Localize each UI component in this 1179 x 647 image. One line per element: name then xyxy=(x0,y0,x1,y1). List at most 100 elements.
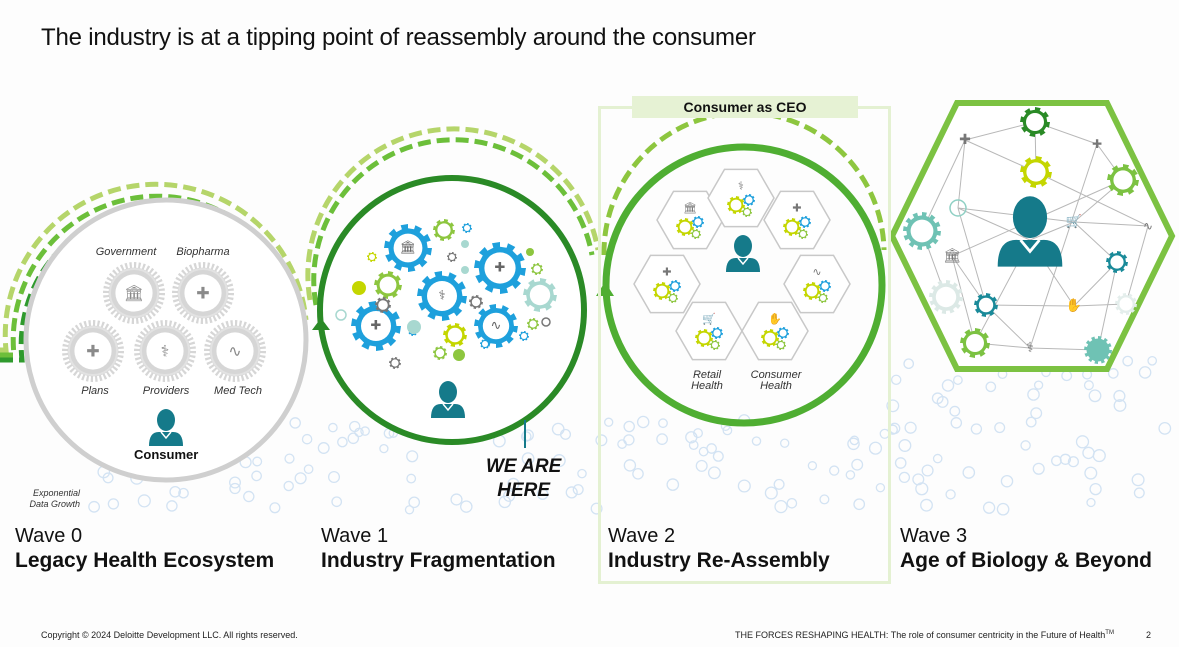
small-gear xyxy=(462,223,472,233)
small-gear xyxy=(798,229,808,239)
network-link xyxy=(957,207,987,306)
hexagon-cluster: 🏛⚕✚✚∿🛒✋ xyxy=(633,168,851,361)
bubble xyxy=(764,486,778,500)
clipboard-icon: ✚ xyxy=(1092,137,1102,151)
bubble xyxy=(572,484,584,496)
bubble xyxy=(949,405,961,417)
bubble xyxy=(379,443,389,454)
industry-hexagon xyxy=(633,254,701,314)
bubble xyxy=(283,480,294,492)
cycle-arrow-icon xyxy=(312,318,330,330)
bubble xyxy=(932,453,943,464)
bubble xyxy=(408,496,421,509)
blue-gear xyxy=(474,304,518,348)
bubble xyxy=(349,420,361,433)
stakeholder-gear xyxy=(134,320,196,382)
bubble xyxy=(950,417,963,429)
small-gear xyxy=(669,280,681,292)
bubble xyxy=(851,458,864,471)
bubble xyxy=(301,433,313,445)
bubble xyxy=(1025,416,1037,428)
bubble xyxy=(1020,440,1031,451)
we-are-here-marker: WE ARE HERE xyxy=(486,456,562,501)
bubble xyxy=(328,422,338,433)
gear-icon xyxy=(1020,107,1050,137)
bubble xyxy=(656,433,668,445)
industry-hexagon xyxy=(675,301,743,361)
clipboard-icon: ✚ xyxy=(662,266,671,279)
small-gear xyxy=(653,282,671,300)
gear-icon xyxy=(929,280,963,314)
biology-network: ✚✚🛒∿🏛✋⚕ xyxy=(903,107,1153,364)
industry-hexagon xyxy=(741,301,809,361)
gear-icon xyxy=(1107,164,1139,196)
publication-title: THE FORCES RESHAPING HEALTH: The role of… xyxy=(735,630,1114,640)
network-link xyxy=(1073,221,1118,263)
bubble xyxy=(303,464,314,475)
bubble xyxy=(252,456,263,467)
bubble xyxy=(632,467,644,480)
bubble xyxy=(1030,407,1043,420)
bubble xyxy=(886,399,900,413)
small-gear xyxy=(692,216,704,228)
bubble xyxy=(1027,388,1040,401)
bank-icon: 🏛 xyxy=(400,240,417,256)
clipboard-icon: ✚ xyxy=(86,342,99,361)
small-gear xyxy=(742,207,752,217)
bubble xyxy=(289,417,301,429)
stakeholder-label: Providers xyxy=(142,385,190,397)
bubble xyxy=(169,485,182,498)
bubble xyxy=(521,452,535,465)
bubble xyxy=(347,432,360,445)
bank-icon: 🏛 xyxy=(943,247,961,264)
shopping-cart-icon: 🛒 xyxy=(702,313,716,326)
fragmented-gears-cluster: 🏛✚⚕✚∿ xyxy=(335,219,557,369)
industry-hexagon xyxy=(763,190,831,250)
bubble xyxy=(559,428,572,440)
small-gear xyxy=(819,280,831,292)
bubble xyxy=(688,440,699,450)
bubble xyxy=(1086,497,1096,508)
small-gear xyxy=(799,216,811,228)
shopping-cart-icon: 🛒 xyxy=(1066,214,1082,230)
tablet-monitor-icon: ∿ xyxy=(1143,219,1153,233)
bubble xyxy=(229,482,241,495)
bubble xyxy=(522,429,534,442)
small-gear xyxy=(776,340,786,350)
stakeholder-gear xyxy=(62,320,124,382)
small-gear xyxy=(367,252,377,262)
blue-gear xyxy=(384,224,432,272)
gear-icon xyxy=(1020,156,1052,188)
dot xyxy=(453,349,465,361)
bubble xyxy=(552,454,566,468)
small-gear xyxy=(803,282,821,300)
stakeholder-gears: 🏛✚✚⚕∿ xyxy=(62,262,266,382)
stethoscope-icon: ⚕ xyxy=(438,289,445,304)
bubble xyxy=(327,470,341,484)
wave-2-caption: Wave 2 Industry Re-Assembly xyxy=(608,525,830,572)
ring xyxy=(541,317,551,327)
network-link xyxy=(1035,171,1149,227)
consumer-as-ceo-banner: Consumer as CEO xyxy=(632,96,858,118)
blue-gear xyxy=(351,301,401,351)
network-link xyxy=(1073,261,1118,307)
bubble xyxy=(903,358,915,370)
gear-icon xyxy=(974,293,998,317)
blue-gear xyxy=(417,271,467,321)
small-gear xyxy=(433,219,455,241)
bubble xyxy=(1000,474,1014,488)
network-link xyxy=(921,139,966,232)
small-gear xyxy=(711,327,723,339)
bubble xyxy=(354,427,364,438)
bubble xyxy=(780,438,790,448)
bubble xyxy=(1075,435,1090,449)
small-gear xyxy=(777,327,789,339)
network-link xyxy=(1029,221,1075,241)
bubble xyxy=(1088,389,1102,403)
dot xyxy=(526,248,534,256)
bubble xyxy=(178,487,189,499)
bubble xyxy=(107,498,120,510)
bubble xyxy=(565,486,578,499)
bubble xyxy=(695,459,708,472)
bubble xyxy=(692,428,704,439)
